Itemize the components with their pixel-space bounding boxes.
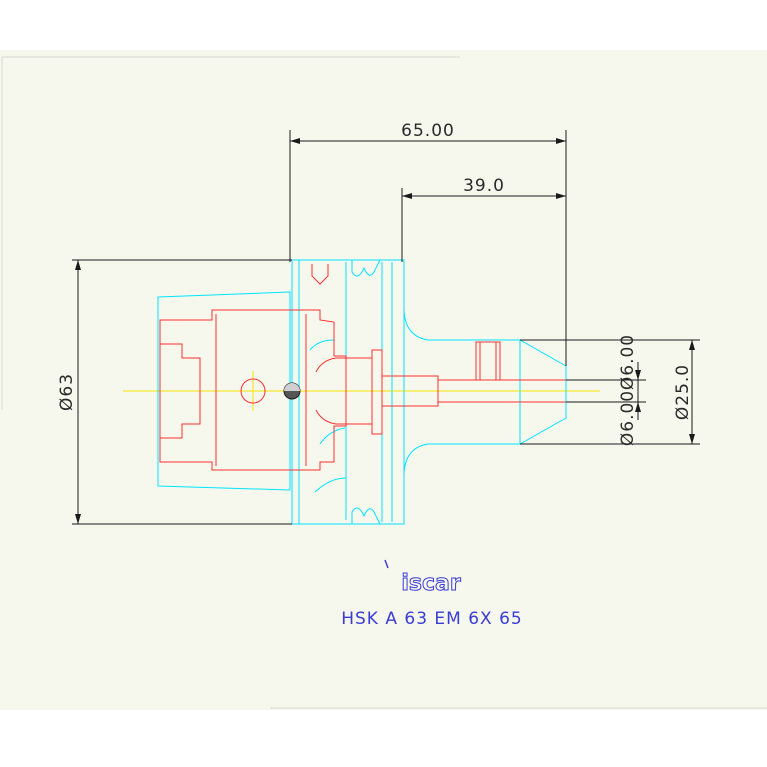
dimension-arrows — [75, 138, 695, 524]
part-caption: HSK A 63 EM 6X 65 — [341, 609, 523, 629]
dim-overall-length: 65.00 — [401, 121, 455, 141]
dim-nose-diameter: Ø25.0 — [673, 364, 693, 420]
iscar-logo: iscar — [384, 559, 461, 597]
dim-bore-diameter-top: Ø6.00 — [618, 334, 638, 390]
holder-outline — [157, 259, 567, 525]
dim-bore-diameter-bottom: Ø6.00 — [618, 390, 638, 446]
drive-pin-icon — [283, 382, 301, 400]
svg-text:iscar: iscar — [401, 571, 461, 596]
dim-projection-length: 39.0 — [463, 176, 505, 196]
dim-flange-diameter: Ø63 — [57, 373, 77, 411]
internal-features — [159, 264, 566, 471]
